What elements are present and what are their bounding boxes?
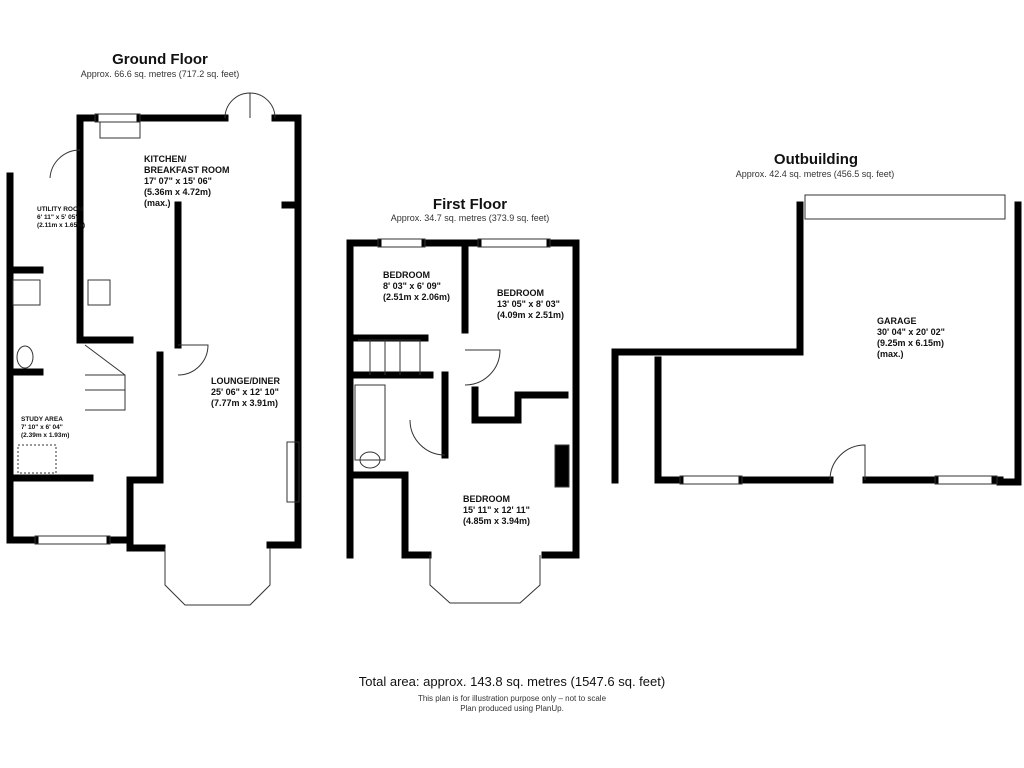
first-floor-area: Approx. 34.7 sq. metres (373.9 sq. feet) [390, 213, 550, 223]
lounge-bay-window [164, 548, 271, 606]
fireplace [286, 441, 300, 503]
first-floor-title: First Floor [432, 196, 508, 213]
garage-door [804, 194, 1006, 220]
garage-side-door [829, 444, 866, 481]
bedroom-window-2 [477, 238, 551, 248]
ground-floor-walls [6, 114, 302, 552]
outbuilding-title: Outbuilding [773, 151, 859, 168]
bedroom-bay-window [429, 555, 541, 604]
first-floor-walls [346, 239, 580, 559]
ground-toilet [16, 345, 34, 369]
ground-floor-stairs [84, 344, 126, 411]
bedroom-window-1 [377, 238, 426, 248]
utility-door [49, 149, 81, 179]
ground-floor-area: Approx. 66.6 sq. metres (717.2 sq. feet) [80, 69, 240, 79]
garage-window-1 [679, 475, 743, 485]
bathroom-door [409, 419, 446, 456]
lounge-door [177, 344, 209, 376]
disclaimer: This plan is for illustration purpose on… [417, 694, 607, 703]
landing-door [464, 349, 501, 386]
kitchen-window [94, 113, 141, 123]
desk [17, 444, 57, 474]
ground-floor-title: Ground Floor [112, 51, 208, 68]
shower [12, 279, 41, 306]
credit: Plan produced using PlanUp. [460, 704, 564, 713]
outbuilding-walls [611, 201, 1022, 486]
front-door-window [34, 535, 111, 545]
garage-window-2 [934, 475, 998, 485]
outbuilding-area: Approx. 42.4 sq. metres (456.5 sq. feet) [735, 169, 895, 179]
sink [99, 121, 141, 139]
total-area: Total area: approx. 143.8 sq. metres (15… [358, 674, 666, 689]
hob [87, 279, 111, 306]
bath [354, 384, 386, 461]
wardrobe [554, 444, 570, 488]
toilet [359, 451, 381, 469]
first-floor-stairs [358, 339, 421, 375]
patio-door [224, 92, 276, 119]
